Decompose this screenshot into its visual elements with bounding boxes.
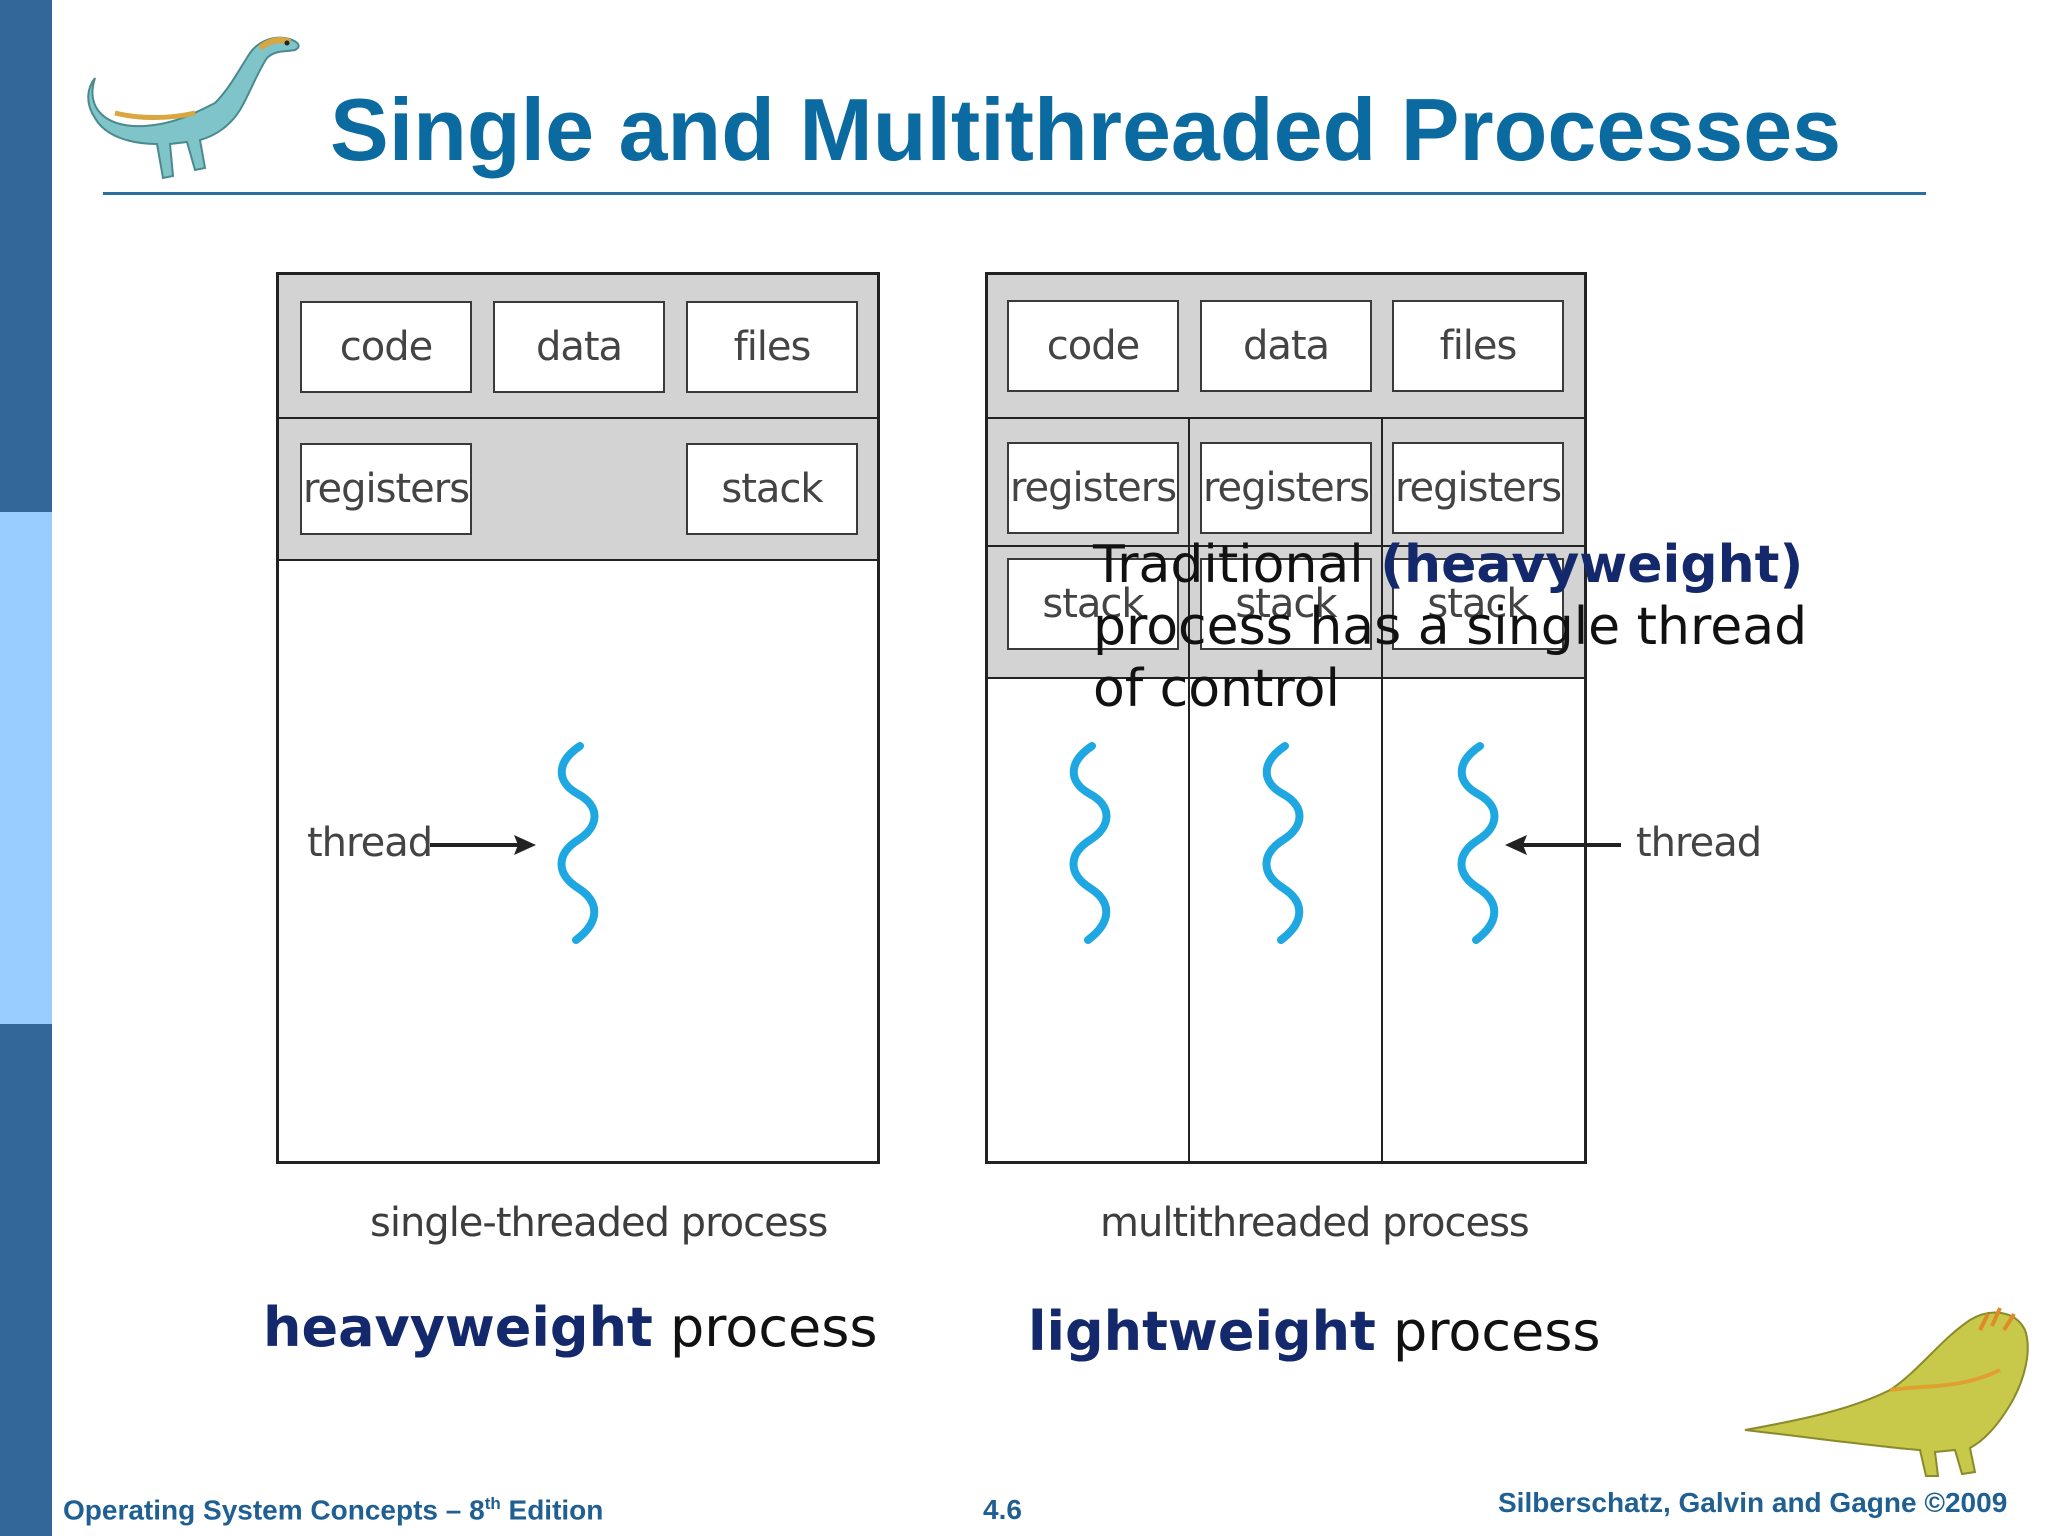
dinosaur-corner-icon	[1744, 1307, 2029, 1477]
single-process-caption: single-threaded process	[370, 1200, 828, 1246]
multi-thread-arrow-icon	[1505, 835, 1621, 855]
sidebar-bottom-segment	[0, 1024, 52, 1536]
footer-book-pre: Operating System Concepts – 8	[63, 1494, 485, 1526]
multi-registers-box-1: registers	[1007, 442, 1179, 534]
sidebar-middle-segment	[0, 512, 52, 1024]
footer-book-sup: th	[484, 1494, 501, 1513]
multi-column-divider-2	[1381, 419, 1383, 1161]
single-files-box: files	[686, 301, 858, 393]
multi-stack-box-2: stack	[1200, 558, 1372, 650]
multi-files-box: files	[1392, 300, 1564, 392]
single-registers-box: registers	[300, 443, 472, 535]
multi-registers-stack-divider	[988, 545, 1584, 547]
single-thread-squiggle-icon	[557, 742, 599, 944]
multi-thread-squiggle-icon-3	[1457, 742, 1499, 944]
multi-registers-box-3: registers	[1392, 442, 1564, 534]
single-thread-arrow-icon	[430, 835, 536, 855]
single-stack-box: stack	[686, 443, 858, 535]
multi-thread-squiggle-icon-2	[1262, 742, 1304, 944]
footer-book-title: Operating System Concepts – 8th Edition	[63, 1494, 603, 1526]
multi-data-box: data	[1200, 300, 1372, 392]
title-divider	[103, 192, 1926, 195]
overlay-note-post: process has a single thread of control	[1093, 597, 1808, 719]
multi-process-caption: multithreaded process	[1100, 1200, 1530, 1246]
multi-thread-squiggle-icon-1	[1069, 742, 1111, 944]
heavyweight-label-bold: heavyweight	[263, 1296, 653, 1359]
single-thread-label: thread	[307, 820, 433, 866]
lightweight-label-rest: process	[1375, 1300, 1601, 1363]
multi-registers-box-2: registers	[1200, 442, 1372, 534]
multi-column-divider-1	[1188, 419, 1190, 1161]
footer-page-number: 4.6	[983, 1494, 1022, 1525]
dinosaur-logo-icon	[87, 36, 300, 180]
heavyweight-label-rest: process	[652, 1296, 878, 1359]
multi-thread-label: thread	[1636, 820, 1762, 866]
heavyweight-label: heavyweight process	[263, 1296, 878, 1359]
single-code-box: code	[300, 301, 472, 393]
multi-stack-box-1: stack	[1007, 558, 1179, 650]
overlay-note-pre: Traditional	[1093, 535, 1381, 595]
lightweight-label-bold: lightweight	[1028, 1300, 1376, 1363]
overlay-note: Traditional (heavyweight) process has a …	[1093, 534, 1833, 720]
sidebar-stripe	[0, 0, 52, 1536]
page-title: Single and Multithreaded Processes	[330, 80, 1842, 179]
sidebar-top-segment	[0, 0, 52, 512]
multi-code-box: code	[1007, 300, 1179, 392]
single-data-box: data	[493, 301, 665, 393]
footer-book-post: Edition	[500, 1494, 604, 1526]
footer-copyright: Silberschatz, Galvin and Gagne ©2009	[1498, 1487, 2008, 1518]
lightweight-label: lightweight process	[1028, 1300, 1601, 1363]
multi-stack-box-3: stack	[1392, 558, 1564, 650]
overlay-note-bold: (heavyweight)	[1380, 535, 1804, 595]
